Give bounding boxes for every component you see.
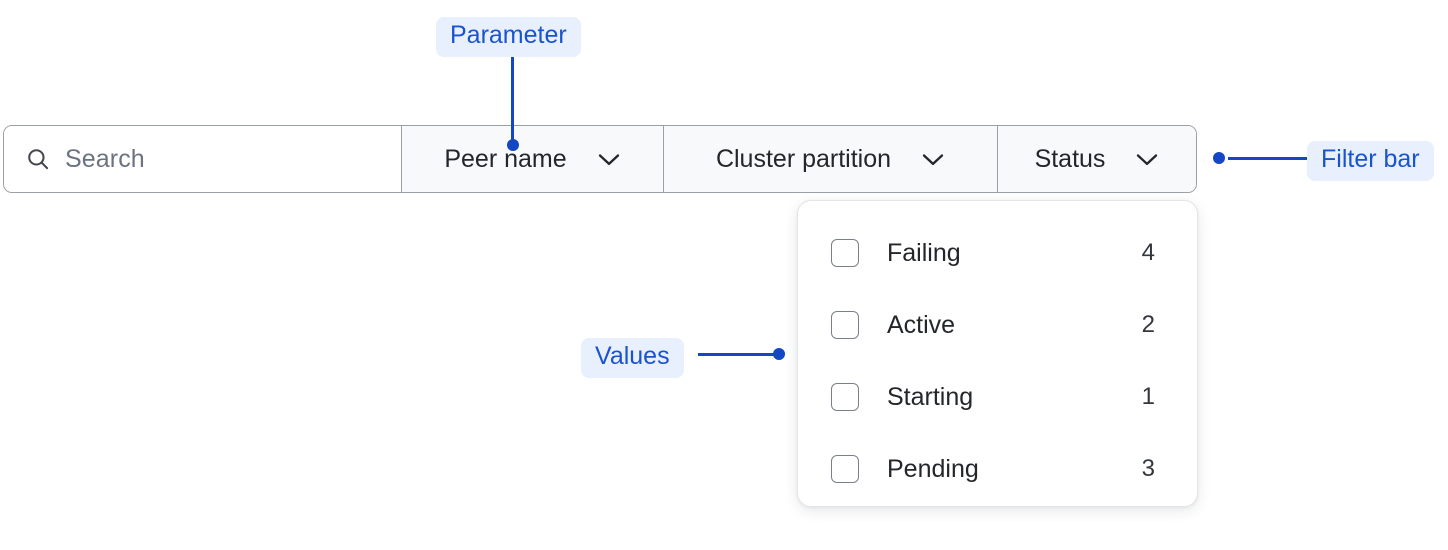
dropdown-option-pending[interactable]: Pending 3 <box>798 433 1197 505</box>
filter-bar[interactable]: Search Peer name Cluster partition Statu… <box>3 125 1197 193</box>
dropdown-option-count: 3 <box>1141 455 1155 482</box>
filter-segment-label: Cluster partition <box>715 144 892 173</box>
annotation-dot-parameter <box>507 139 519 151</box>
filter-segment-status[interactable]: Status <box>997 126 1196 192</box>
dropdown-option-active[interactable]: Active 2 <box>798 289 1197 361</box>
filter-segment-peer-name[interactable]: Peer name <box>401 126 663 192</box>
checkbox[interactable] <box>831 383 859 411</box>
checkbox[interactable] <box>831 455 859 483</box>
search-icon <box>28 149 49 170</box>
dropdown-option-label: Active <box>887 310 956 339</box>
dropdown-option-failing[interactable]: Failing 4 <box>798 217 1197 289</box>
annotation-label-parameter: Parameter <box>436 17 581 57</box>
chevron-down-icon[interactable] <box>1135 152 1159 167</box>
dropdown-option-label: Pending <box>887 454 979 483</box>
annotation-connector-filter-bar <box>1228 157 1308 160</box>
annotation-connector-values <box>698 353 776 356</box>
chevron-down-icon[interactable] <box>597 152 621 167</box>
chevron-down-icon[interactable] <box>921 152 945 167</box>
annotation-label-filter-bar: Filter bar <box>1307 141 1434 181</box>
annotation-dot-values <box>773 348 785 360</box>
dropdown-option-count: 1 <box>1141 383 1155 410</box>
annotation-connector-parameter <box>511 53 514 145</box>
dropdown-option-count: 2 <box>1141 311 1155 338</box>
filter-segment-label: Status <box>1034 144 1106 173</box>
annotation-dot-filter-bar <box>1213 152 1225 164</box>
search-field[interactable]: Search <box>4 126 401 192</box>
checkbox[interactable] <box>831 239 859 267</box>
dropdown-option-label: Failing <box>887 238 961 267</box>
dropdown-option-starting[interactable]: Starting 1 <box>798 361 1197 433</box>
checkbox[interactable] <box>831 311 859 339</box>
status-dropdown-panel[interactable]: Failing 4 Active 2 Starting 1 Pending 3 <box>797 200 1198 507</box>
annotation-label-values: Values <box>581 338 684 378</box>
filter-segment-cluster-partition[interactable]: Cluster partition <box>663 126 997 192</box>
dropdown-option-label: Starting <box>887 382 974 411</box>
filter-segment-label: Peer name <box>444 144 567 173</box>
search-input-placeholder[interactable]: Search <box>65 144 145 173</box>
dropdown-option-count: 4 <box>1141 239 1155 266</box>
